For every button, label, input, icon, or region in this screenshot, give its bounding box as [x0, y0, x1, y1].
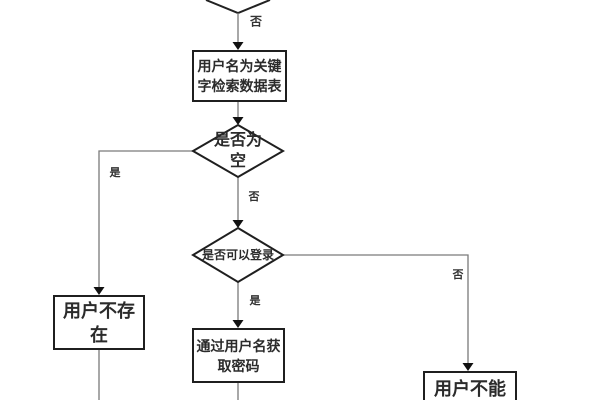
process-box-search-table: 用户名为关键 字检索数据表	[192, 50, 287, 102]
top-decision-diamond-partial	[205, 0, 271, 15]
arrowhead-into-not-exist-box	[93, 287, 105, 295]
branch-label-empty-yes: 是	[109, 167, 121, 179]
branch-label-login-no: 否	[452, 269, 464, 281]
branch-label-empty-no: 否	[248, 191, 260, 203]
decision-diamond-is-empty	[191, 123, 285, 179]
decision-text-can-login: 是否可以登录	[201, 248, 274, 262]
branch-label-top-no: 否	[249, 14, 263, 29]
connector-login-no-branch	[283, 254, 469, 363]
arrowhead-into-get-password-box	[232, 320, 244, 328]
decision-text-is-empty: 是否为 空	[213, 132, 262, 170]
process-box-user-not-exist: 用户不存 在	[53, 295, 145, 350]
process-box-user-cannot-login: 用户不能	[423, 371, 517, 400]
connector-lines	[98, 13, 469, 400]
process-box-get-password: 通过用户名获 取密码	[192, 328, 285, 383]
arrowheads	[93, 42, 474, 371]
branch-label-login-yes: 是	[249, 295, 261, 307]
connector-empty-yes-branch	[98, 150, 193, 287]
arrowhead-into-empty-decision	[232, 117, 244, 125]
decision-diamond-can-login	[191, 226, 285, 284]
arrowhead-into-login-decision	[232, 220, 244, 228]
arrowhead-into-search-box	[232, 42, 244, 50]
arrowhead-into-cannot-box	[462, 363, 474, 371]
